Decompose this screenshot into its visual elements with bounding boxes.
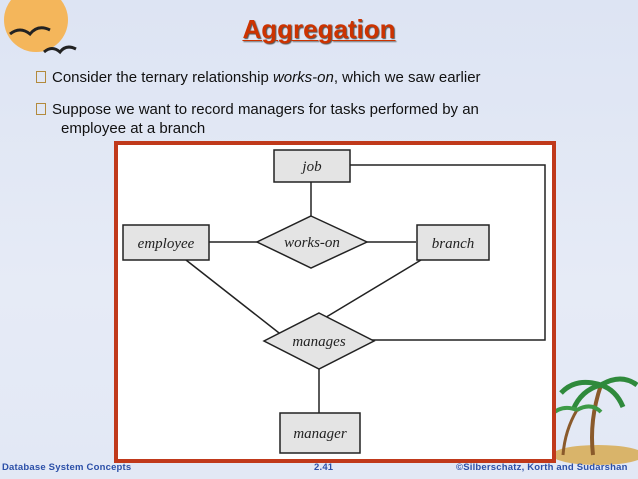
- relationship-works-on: [255, 215, 369, 269]
- bullet-1-text-post: , which we saw earlier: [333, 69, 481, 86]
- bullet-2-line-1: Suppose we want to record managers for t…: [52, 101, 479, 118]
- footer-course: Database System Concepts: [2, 462, 132, 473]
- label-manager: manager: [293, 426, 346, 442]
- relationship-manages: [262, 312, 376, 370]
- footer-copyright: ©Silberschatz, Korth and Sudarshan: [456, 462, 628, 473]
- entity-job: [273, 149, 351, 183]
- footer-page-number: 2.41: [314, 462, 334, 473]
- bullet-marker-icon: [36, 103, 46, 115]
- bullet-1-text-pre: Consider the ternary relationship: [52, 69, 273, 86]
- bullet-2-line-2: employee at a branch: [61, 120, 206, 137]
- edge-employee-manages: [185, 259, 289, 341]
- entity-employee: [122, 224, 210, 261]
- bullet-1: Consider the ternary relationship works-…: [36, 68, 481, 87]
- slide-title: Aggregation: [242, 14, 396, 44]
- er-diagram-frame: job employee branch manager works-on man…: [114, 141, 556, 463]
- label-works-on: works-on: [284, 235, 340, 251]
- entity-manager: [279, 412, 361, 454]
- bullet-2: Suppose we want to record managers for t…: [36, 100, 576, 138]
- entity-branch: [416, 224, 490, 261]
- label-branch: branch: [432, 236, 475, 252]
- label-job: job: [300, 159, 322, 175]
- label-manages: manages: [292, 334, 345, 350]
- label-employee: employee: [138, 236, 195, 252]
- edge-job-manages: [350, 164, 546, 341]
- edge-branch-manages: [317, 259, 422, 323]
- er-diagram: job employee branch manager works-on man…: [122, 149, 546, 454]
- bullet-marker-icon: [36, 71, 46, 83]
- sun-birds-logo: [4, 0, 77, 55]
- bullet-1-emphasis: works-on: [272, 69, 334, 86]
